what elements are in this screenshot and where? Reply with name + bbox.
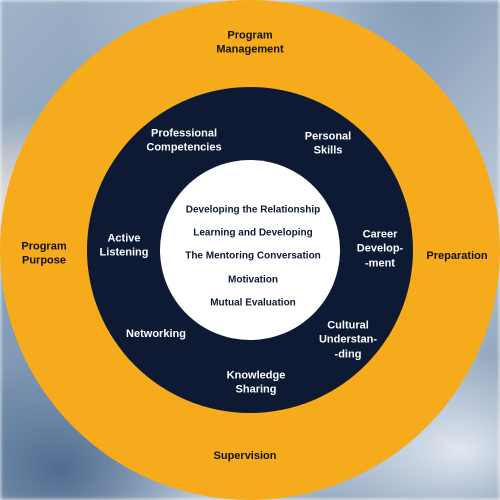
label-program-management-line2: Management: [216, 44, 284, 56]
label-program-management: Program Management: [216, 29, 283, 58]
label-program-management-line1: Program: [227, 29, 273, 42]
label-career-development-line1: Career: [362, 228, 398, 241]
label-active-listening-line1: Active: [107, 232, 141, 245]
label-supervision: Supervision: [213, 449, 277, 462]
label-cultural-understanding-line3: -ding: [334, 348, 362, 361]
label-knowledge-sharing-line2: Sharing: [235, 384, 277, 396]
label-cultural-understanding: Cultural Understan- -ding: [319, 319, 377, 362]
inner-item-motivation: Motivation: [228, 274, 278, 286]
label-career-development-line2: Develop-: [356, 242, 404, 255]
label-personal-skills-line1: Personal: [304, 130, 352, 143]
label-knowledge-sharing-line1: Knowledge: [226, 369, 286, 382]
label-networking: Networking: [126, 327, 186, 340]
label-program-purpose-line2: Purpose: [21, 255, 66, 267]
label-knowledge-sharing: Knowledge Sharing: [227, 369, 286, 398]
inner-item-mentoring-conversation: The Mentoring Conversation: [185, 250, 321, 262]
label-professional-competencies-line1: Professional: [150, 127, 218, 140]
inner-item-developing-relationship: Developing the Relationship: [185, 204, 321, 216]
label-personal-skills-line2: Skills: [313, 145, 343, 157]
label-active-listening: Active Listening: [100, 232, 149, 261]
label-cultural-understanding-line1: Cultural: [327, 319, 369, 332]
inner-circle: [160, 160, 340, 340]
inner-item-mutual-evaluation: Mutual Evaluation: [210, 297, 296, 309]
label-career-development-line3: -ment: [365, 257, 395, 270]
label-career-development: Career Develop- -ment: [357, 228, 403, 271]
label-active-listening-line2: Listening: [99, 247, 149, 259]
label-personal-skills: Personal Skills: [305, 130, 351, 159]
label-professional-competencies-line2: Competencies: [146, 142, 222, 154]
label-program-purpose-line1: Program: [21, 240, 67, 253]
label-professional-competencies: Professional Competencies: [146, 127, 221, 156]
label-cultural-understanding-line2: Understan-: [318, 333, 378, 346]
label-program-purpose: Program Purpose: [21, 240, 66, 269]
label-preparation: Preparation: [426, 249, 488, 262]
inner-item-learning-developing: Learning and Developing: [193, 227, 313, 239]
